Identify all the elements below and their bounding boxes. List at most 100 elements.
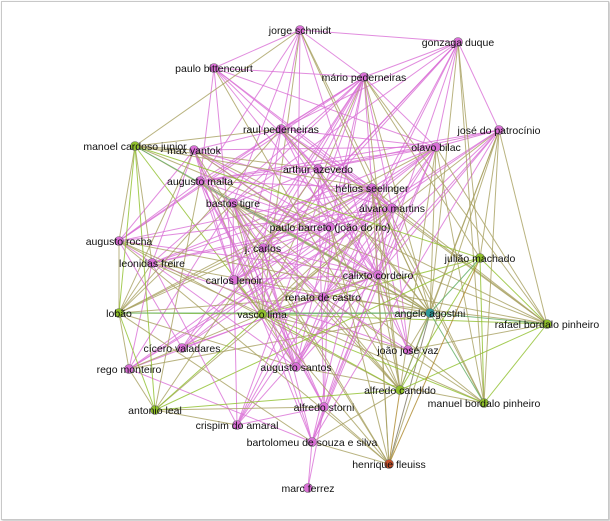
- edge-antonioleal-storni: [154, 406, 325, 411]
- node-rafael[interactable]: [542, 319, 552, 329]
- edge-fleuiss-helios: [371, 187, 390, 465]
- edge-gonzaga-patrocinio: [457, 41, 500, 131]
- node-rocha[interactable]: [114, 236, 124, 246]
- edge-antonioleal-vasco: [154, 313, 263, 411]
- edge-angelo-raul: [280, 128, 431, 314]
- edge-rafael-joaojose: [407, 323, 548, 351]
- node-alvaro[interactable]: [387, 203, 397, 213]
- node-lobao[interactable]: [114, 308, 124, 318]
- node-calixto[interactable]: [373, 270, 383, 280]
- node-label-paulobarreto: paulo barreto (joão do rio): [270, 222, 391, 234]
- edge-helios-raul: [280, 128, 373, 189]
- node-gonzaga[interactable]: [453, 37, 463, 47]
- node-label-malta: augusto malta: [167, 176, 233, 188]
- node-angelo[interactable]: [425, 308, 435, 318]
- node-label-fleuiss: henrique fleuiss: [352, 459, 426, 471]
- edge-bastos-manuelbordalo: [232, 202, 485, 404]
- node-patrocinio[interactable]: [494, 125, 504, 135]
- node-crispim[interactable]: [232, 420, 242, 430]
- edge-lenoir-paulobarreto: [233, 226, 331, 281]
- node-label-patrocinio: josé do patrocínio: [457, 125, 541, 137]
- edge-bartolomeu-alfredocandido: [311, 389, 401, 443]
- node-bartolomeu[interactable]: [307, 437, 317, 447]
- node-renato[interactable]: [318, 292, 328, 302]
- node-bittencourt[interactable]: [209, 63, 219, 73]
- node-antonioleal[interactable]: [150, 405, 160, 415]
- edge-alfredocandido-vasco: [261, 313, 401, 391]
- edge-patrocinio-rafael: [498, 129, 548, 325]
- edge-antonioleal-alfredocandido: [154, 389, 401, 411]
- node-mario[interactable]: [359, 72, 369, 82]
- edge-ferrez-bartolomeu: [307, 441, 313, 489]
- node-label-rafael: rafael bordalo pinheiro: [495, 319, 600, 331]
- edge-manoel-lobao: [118, 145, 136, 314]
- edge-angelo-joaojose: [407, 312, 431, 351]
- edge-angelo-mario: [363, 76, 431, 314]
- node-regomonteiro[interactable]: [124, 364, 134, 374]
- node-jcarlos[interactable]: [258, 243, 268, 253]
- node-joaojose[interactable]: [403, 345, 413, 355]
- edge-alfredocandido-juliao: [399, 257, 481, 391]
- node-olavo[interactable]: [431, 142, 441, 152]
- edge-antonioleal-arthur: [154, 168, 319, 411]
- edge-bartolomeu-maxyantok: [193, 149, 313, 443]
- edge-cicero-mario: [181, 76, 365, 349]
- edge-juliao-mario: [363, 76, 481, 259]
- node-ferrez[interactable]: [303, 483, 313, 493]
- node-malta[interactable]: [195, 176, 205, 186]
- edge-antonioleal-malta: [154, 180, 201, 411]
- edge-alfredocandido-helios: [371, 187, 401, 391]
- edge-gonzaga-manuelbordalo: [457, 41, 485, 404]
- node-helios[interactable]: [367, 183, 377, 193]
- node-juliao[interactable]: [475, 253, 485, 263]
- edge-alfredocandido-malta: [199, 180, 401, 391]
- node-manoel[interactable]: [130, 141, 140, 151]
- node-vasco[interactable]: [257, 309, 267, 319]
- edge-lobao-olavo: [118, 146, 437, 314]
- edge-manoel-raul: [134, 128, 282, 147]
- edge-gonzaga-mario: [363, 41, 459, 78]
- node-leonidas[interactable]: [147, 258, 157, 268]
- edge-alfredocandido-calixto: [377, 274, 401, 391]
- node-label-mario: mário pederneiras: [322, 72, 407, 84]
- node-augustosantos[interactable]: [291, 362, 301, 372]
- edge-augustosantos-paulobarreto: [295, 226, 331, 368]
- node-jorge[interactable]: [295, 25, 305, 35]
- node-paulobarreto[interactable]: [325, 222, 335, 232]
- edge-ferrez-storni: [307, 406, 325, 489]
- edge-arthur-mario: [317, 76, 365, 170]
- node-label-crispim: crispim do amaral: [196, 420, 279, 432]
- node-arthur[interactable]: [313, 164, 323, 174]
- edge-jorge-mario: [299, 29, 365, 78]
- edge-augustosantos-malta: [199, 180, 297, 368]
- node-label-lobao: lobão: [106, 308, 132, 320]
- edge-angelo-gonzaga: [429, 41, 459, 314]
- node-alfredocandido[interactable]: [395, 385, 405, 395]
- node-label-raul: raul pederneiras: [243, 124, 319, 136]
- node-cicero[interactable]: [177, 343, 187, 353]
- node-raul[interactable]: [276, 124, 286, 134]
- edge-alfredocandido-mario: [363, 76, 401, 391]
- node-storni[interactable]: [319, 402, 329, 412]
- edge-gonzaga-olavo: [435, 41, 459, 148]
- node-manuelbordalo[interactable]: [479, 398, 489, 408]
- edge-antonioleal-crispim: [154, 409, 238, 426]
- node-fleuiss[interactable]: [384, 459, 394, 469]
- node-maxyantok[interactable]: [189, 145, 199, 155]
- edge-jcarlos-mario: [262, 76, 365, 249]
- edge-crispim-storni: [236, 406, 325, 426]
- node-label-calixto: calixto cordeiro: [343, 270, 414, 282]
- node-bastos[interactable]: [228, 198, 238, 208]
- edge-lenoir-mario: [233, 76, 365, 281]
- edge-crispim-lenoir: [233, 279, 238, 426]
- edge-bastos-regomonteiro: [128, 202, 234, 370]
- edge-angelo-maxyantok: [193, 149, 431, 314]
- edge-fleuiss-rocha: [118, 240, 390, 465]
- edge-angelo-helios: [371, 187, 431, 314]
- edge-fleuiss-storni: [323, 406, 390, 465]
- node-lenoir[interactable]: [229, 275, 239, 285]
- node-label-bittencourt: paulo bittencourt: [175, 63, 253, 75]
